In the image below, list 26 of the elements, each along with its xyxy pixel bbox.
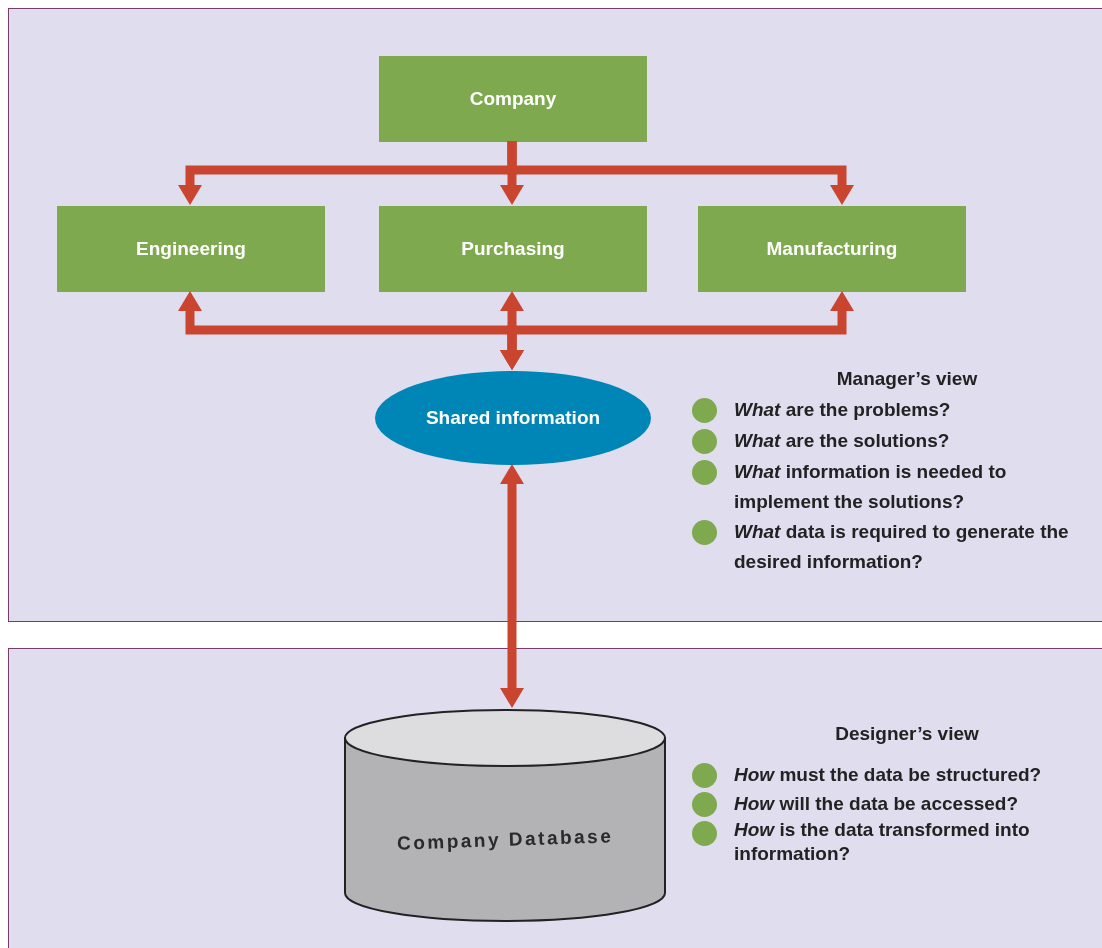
bullet-text: What information is needed to implement the solutions? xyxy=(734,460,1008,514)
bullet-text: How is the data transformed into information? xyxy=(734,818,1031,866)
list-heading: Manager’s view xyxy=(835,367,979,391)
process-box xyxy=(57,206,325,292)
process-box xyxy=(379,56,647,142)
node-label: Company Database xyxy=(396,825,614,855)
shared-ellipse xyxy=(375,371,651,465)
arrow xyxy=(500,291,854,370)
node-label: Purchasing xyxy=(461,238,565,260)
arrow xyxy=(507,141,854,205)
arrow xyxy=(500,464,524,708)
bullet-text: How will the data be accessed? xyxy=(734,792,1020,816)
database-cylinder xyxy=(344,709,666,921)
bullet-text: What data is required to generate the desired information? xyxy=(734,520,1070,574)
process-box xyxy=(698,206,966,292)
panel-background xyxy=(8,8,1102,622)
process-box xyxy=(379,206,647,292)
node-label: Shared information xyxy=(425,407,601,429)
bullet-text: What are the solutions? xyxy=(734,429,951,453)
node-label: Engineering xyxy=(136,238,246,260)
bullet-text: How must the data be structured? xyxy=(734,763,1043,787)
node-label: Company xyxy=(469,88,557,110)
list-heading: Designer’s view xyxy=(834,722,980,746)
node-label: Manufacturing xyxy=(766,238,898,260)
bullet-text: What are the problems? xyxy=(734,398,952,422)
panel-background xyxy=(8,648,1102,948)
